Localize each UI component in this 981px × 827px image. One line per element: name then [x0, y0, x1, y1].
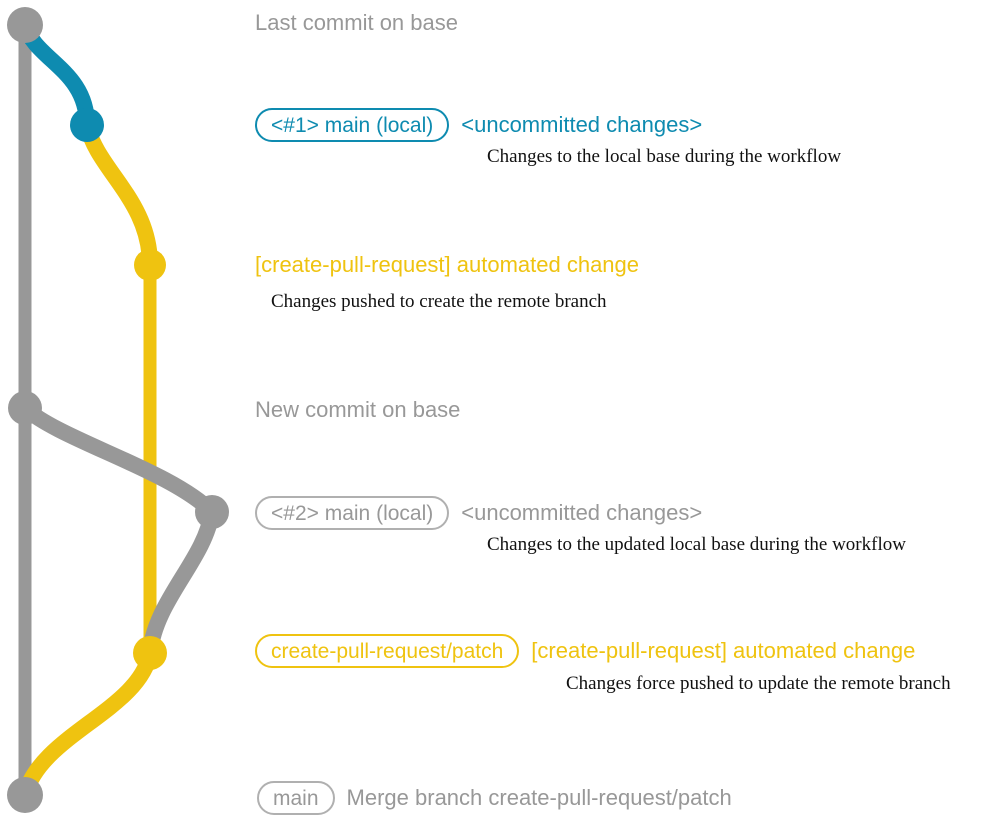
headline-uncommitted-changes-2: <uncommitted changes>: [461, 500, 703, 525]
node-local-1: [70, 108, 104, 142]
pill-main[interactable]: main: [257, 781, 335, 815]
node-patch-2: [133, 636, 167, 670]
entry-merge-commit: main Merge branch create-pull-request/pa…: [257, 781, 732, 815]
headline-uncommitted-changes-1: <uncommitted changes>: [461, 112, 703, 137]
headline-last-commit-on-base: Last commit on base: [255, 10, 458, 35]
headline-merge-commit: Merge branch create-pull-request/patch: [346, 785, 732, 810]
entry-automated-change-2: create-pull-request/patch [create-pull-r…: [255, 634, 915, 668]
node-base-last: [7, 7, 43, 43]
node-local-2: [195, 495, 229, 529]
node-base-merged: [7, 777, 43, 813]
headline-new-commit-on-base: New commit on base: [255, 397, 461, 422]
edge-local1-to-patch1: [79, 117, 158, 273]
entry-last-commit-on-base: Last commit on base: [255, 12, 458, 34]
edge-basenew-to-local2: [17, 400, 220, 520]
subtext-local-commit-1: Changes to the local base during the wor…: [487, 146, 842, 167]
entry-local-commit-2: <#2> main (local) <uncommitted changes>: [255, 496, 702, 530]
pill-create-pull-request-patch[interactable]: create-pull-request/patch: [255, 634, 520, 668]
edge-patch2-to-merge: [17, 645, 158, 803]
entry-local-commit-1: <#1> main (local) <uncommitted changes>: [255, 108, 702, 142]
headline-automated-change-2: [create-pull-request] automated change: [531, 638, 916, 663]
subtext-automated-change-1: Changes pushed to create the remote bran…: [271, 291, 607, 312]
edge-local2-to-patch2: [142, 504, 220, 661]
entry-automated-change-1: [create-pull-request] automated change: [255, 254, 639, 276]
entry-new-commit-on-base: New commit on base: [255, 399, 460, 421]
subtext-local-commit-2: Changes to the updated local base during…: [487, 534, 906, 555]
pill-main-local-2[interactable]: <#2> main (local): [255, 496, 450, 530]
pill-main-local-1[interactable]: <#1> main (local): [255, 108, 450, 142]
headline-automated-change-1: [create-pull-request] automated change: [255, 252, 640, 277]
node-patch-1: [134, 249, 166, 281]
subtext-automated-change-2: Changes force pushed to update the remot…: [566, 673, 951, 694]
node-base-new: [8, 391, 42, 425]
